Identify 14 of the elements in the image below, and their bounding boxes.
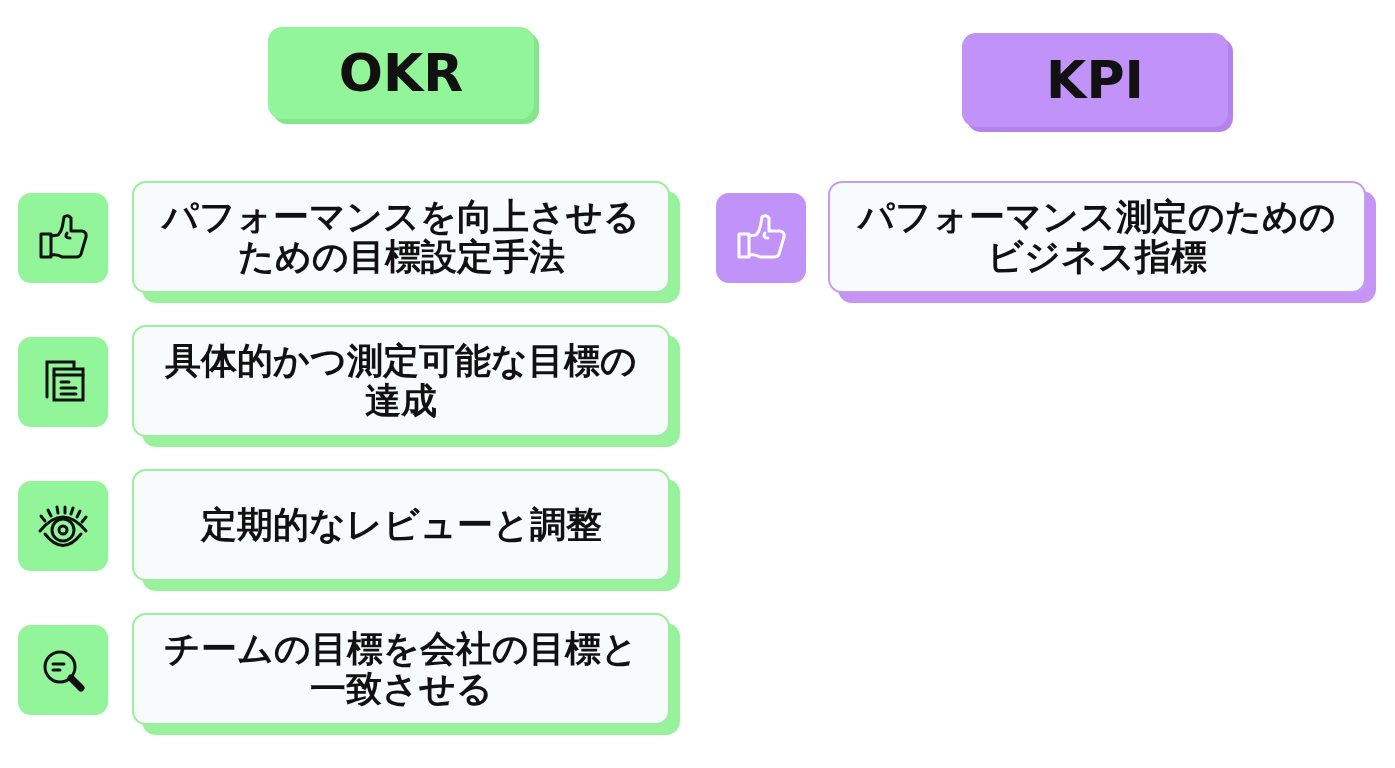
description-card <box>828 181 1376 303</box>
description-card <box>132 325 680 447</box>
heading-text: OKR <box>338 43 464 103</box>
description-text: パフォーマンスを向上させるための目標設定手法 <box>160 197 641 277</box>
description-card <box>132 469 680 591</box>
heading-text: KPI <box>1046 50 1144 110</box>
description-text: 具体的かつ測定可能な目標の達成 <box>164 341 638 421</box>
heading-banner <box>962 33 1233 132</box>
description-card <box>132 181 680 303</box>
description-text: 定期的なレビューと調整 <box>200 505 602 545</box>
description-text: チームの目標を会社の目標と一致させる <box>163 629 639 709</box>
description-text: パフォーマンス測定のためのビジネス指標 <box>856 197 1337 277</box>
heading-banner <box>268 27 539 124</box>
description-card <box>132 613 680 735</box>
